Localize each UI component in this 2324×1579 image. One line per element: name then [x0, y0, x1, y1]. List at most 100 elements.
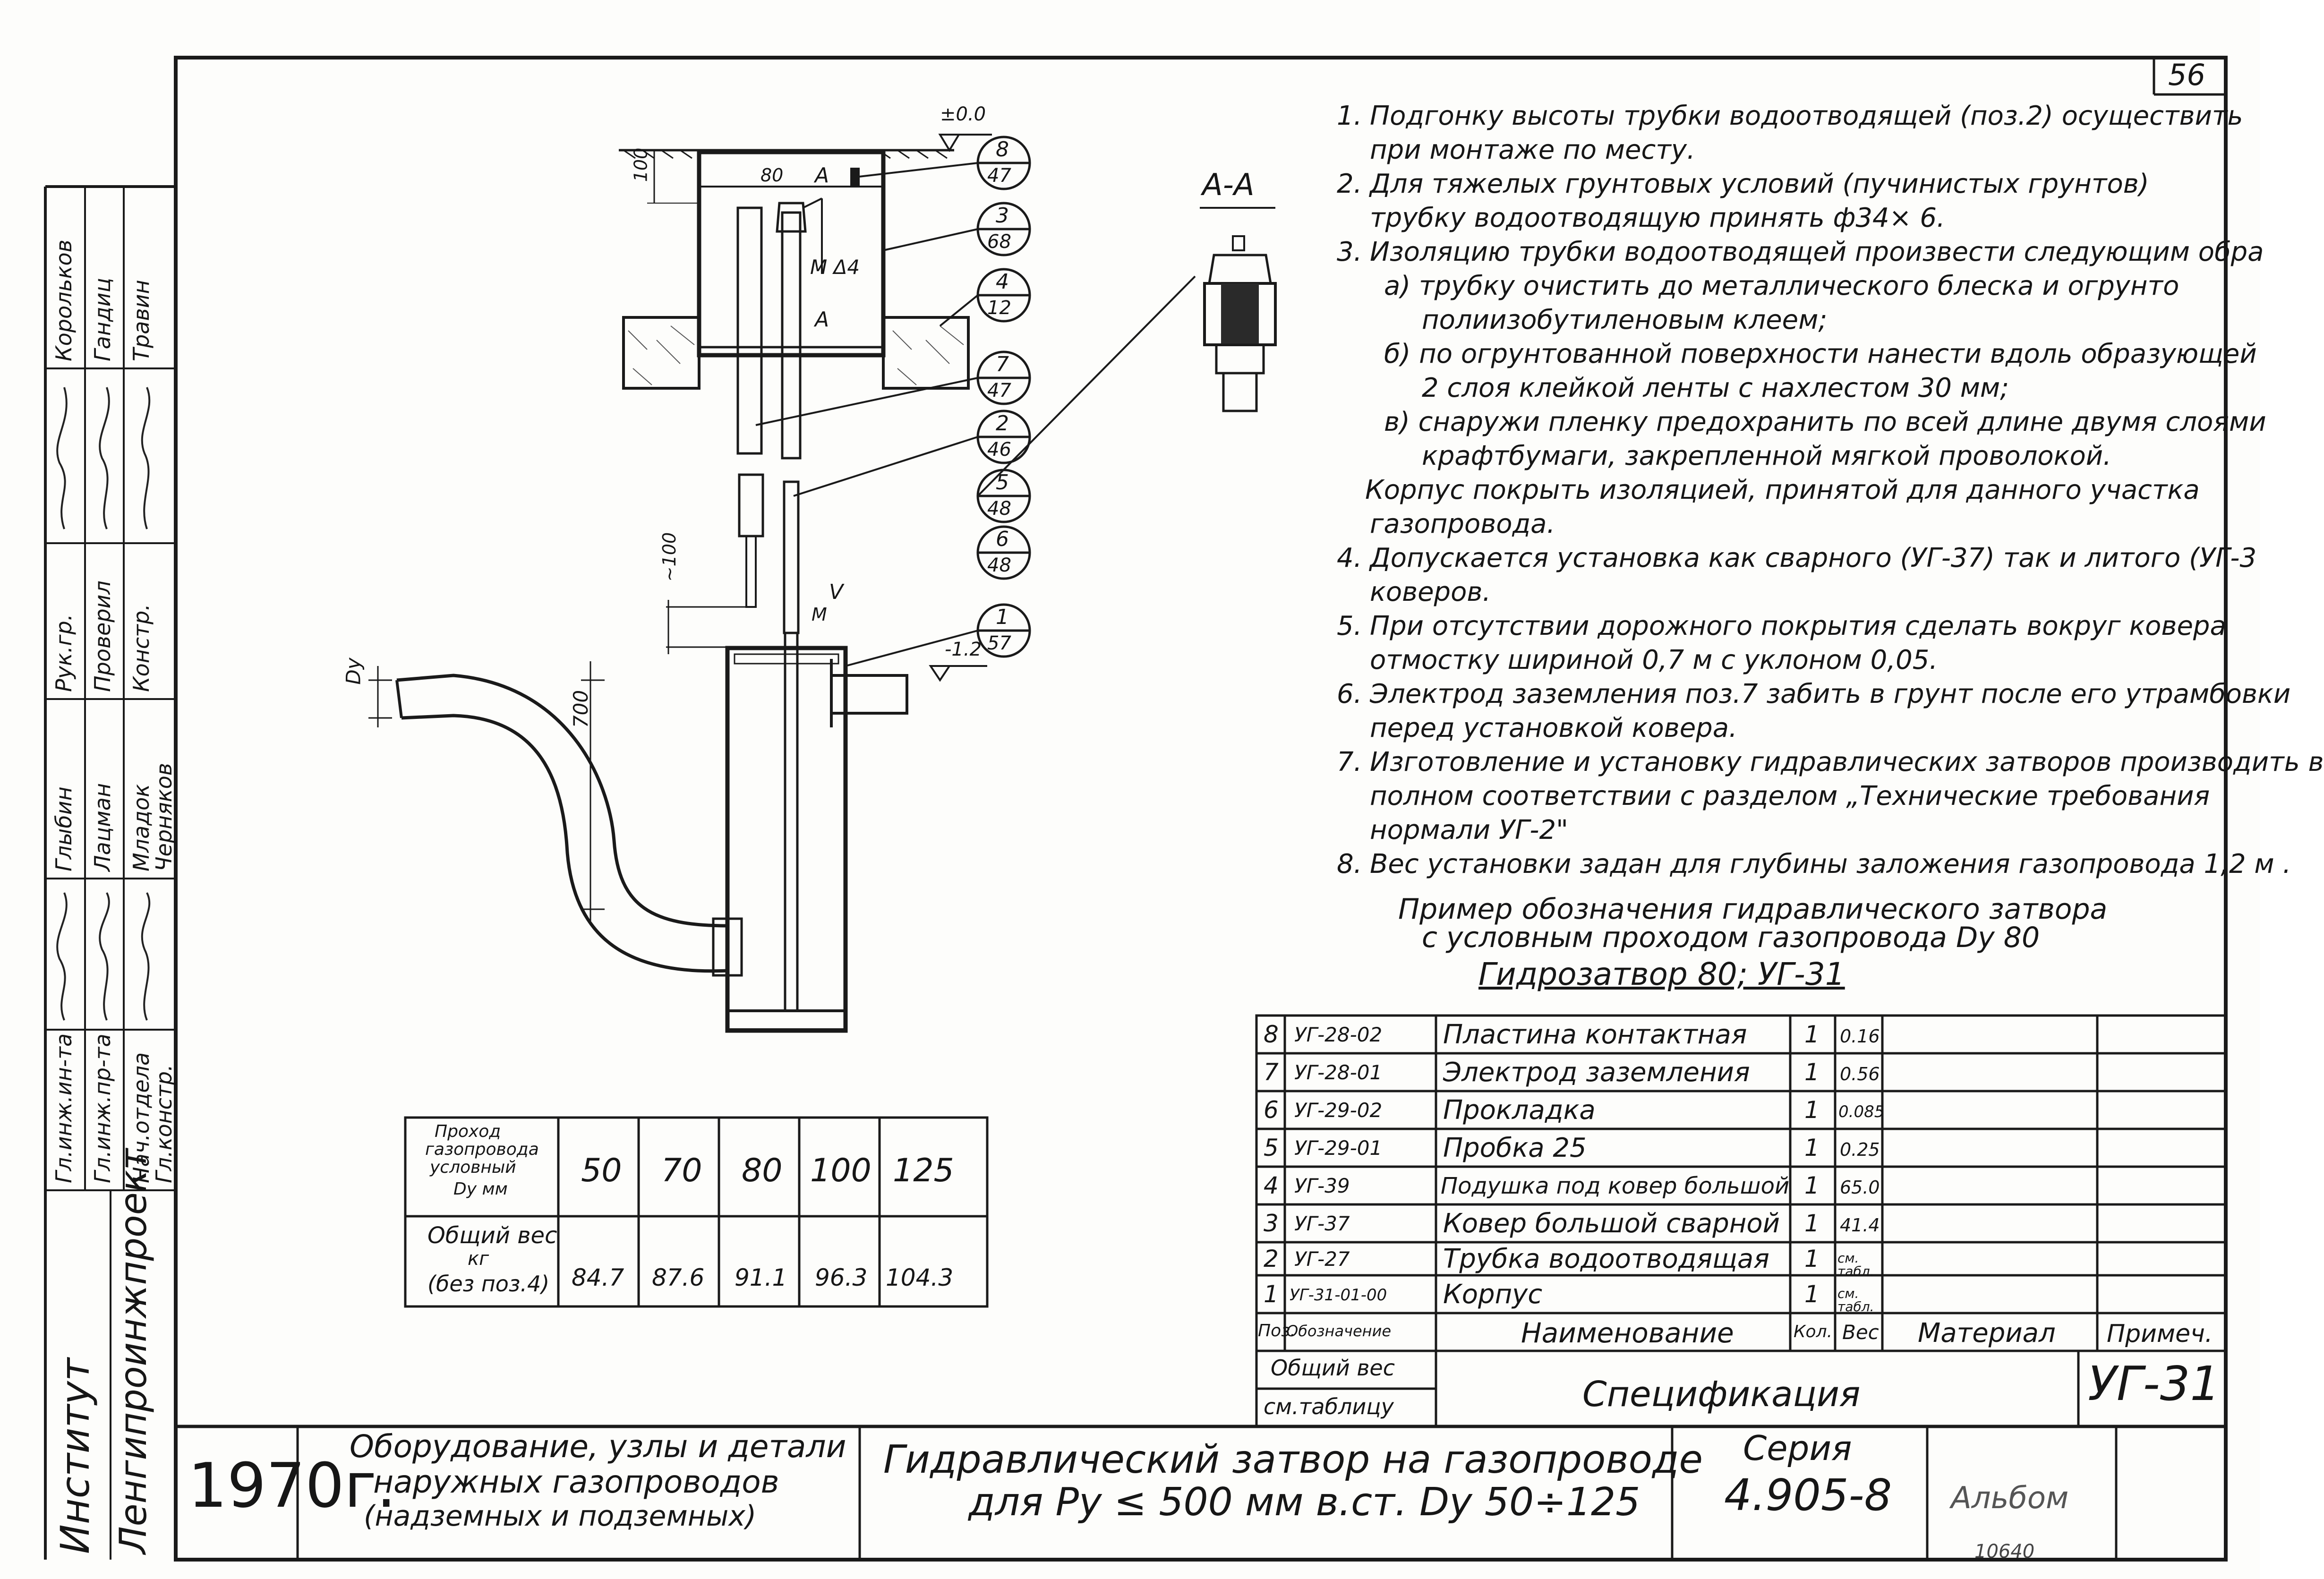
spec-row-qty: 1	[1804, 1058, 1820, 1086]
callout-3-pos: 3	[996, 204, 1009, 228]
dim-gap-label: ~100	[659, 532, 680, 582]
spec-row-pos: 7	[1264, 1058, 1279, 1086]
spec-row-name: Электрод заземления	[1443, 1057, 1750, 1088]
callout-2-pos: 2	[996, 411, 1009, 435]
dim-80-label: 80	[760, 165, 784, 186]
spec-header-pos: Поз.	[1258, 1321, 1296, 1340]
note-7-num: 7.	[1337, 747, 1362, 777]
spec-row-qty: 1	[1804, 1280, 1820, 1308]
weight-125: 104.3	[886, 1264, 954, 1291]
spec-row-code: УГ-37	[1294, 1212, 1350, 1235]
spec-row-pos: 3	[1264, 1210, 1279, 1237]
subject-line-3: (надземных и подземных)	[364, 1500, 757, 1533]
spec-row-weight: 0.56	[1840, 1064, 1880, 1084]
role-chief-engineer-institute: Гл.инж.ин-та	[51, 1033, 77, 1183]
weight-table-header-4: Dу мм	[453, 1179, 508, 1199]
note-8-line-1: Вес установки задан для глубины заложени…	[1370, 849, 2291, 879]
dy-label: Dу	[342, 657, 365, 685]
role-chief-designer: Гл.констр.	[151, 1064, 177, 1183]
note-5-line-1: При отсутствии дорожного покрытия сделат…	[1370, 611, 2226, 641]
name-mladok: Младок	[128, 784, 154, 871]
callout-3-sheet: 68	[987, 231, 1011, 253]
spec-row-code: УГ-29-02	[1294, 1099, 1383, 1122]
spec-row-qty: 1	[1804, 1021, 1820, 1048]
album-label: Альбом	[1951, 1481, 2069, 1516]
dy-80: 80	[742, 1152, 783, 1189]
spec-row-name: Трубка водоотводящая	[1443, 1244, 1769, 1274]
signature-marks-upper	[56, 387, 151, 529]
spec-row-weight: 0.16	[1840, 1026, 1880, 1047]
name-glybin: Глыбин	[51, 786, 77, 871]
spec-row-weight: 0.085	[1838, 1102, 1885, 1121]
role-group-leader: Рук.гр.	[51, 614, 77, 692]
weld-m-label: М	[812, 604, 827, 625]
role-checked: Проверил	[90, 580, 115, 692]
drawing-title-line-1: Гидравлический затвор на газопроводе	[883, 1437, 1703, 1482]
weight-100: 96.3	[815, 1264, 868, 1291]
signature-marks-lower	[56, 892, 151, 1021]
level-top-label: ±0.0	[940, 103, 986, 125]
drawing-sheet: 56 ±0.0 100 80 А М Δ4 А ~100 V М -1.2 Dу…	[44, 56, 2324, 1562]
weight-table-row2-1: Общий вес	[427, 1222, 557, 1249]
subject-line-2: наружных газопроводов	[373, 1464, 779, 1500]
callout-8-sheet: 47	[987, 165, 1011, 187]
spec-row-weight: 41.4	[1840, 1215, 1880, 1236]
spec-row-qty: 1	[1804, 1096, 1820, 1124]
spec-header-qty: Кол.	[1794, 1322, 1833, 1341]
callout-6-pos: 6	[996, 527, 1009, 551]
note-5-num: 5.	[1337, 611, 1362, 641]
drawing-title-line-2: для Pу ≤ 500 мм в.ст. Dу 50÷125	[968, 1480, 1640, 1525]
spec-row-pos: 8	[1264, 1021, 1279, 1048]
spec-row-name: Подушка под ковер большой	[1441, 1173, 1790, 1199]
spec-row-weight: см. табл.	[1837, 1250, 1874, 1279]
example-designation: Гидрозатвор 80; УГ-31	[1478, 956, 1845, 992]
example-line-1: Пример обозначения гидравлического затво…	[1398, 893, 2108, 926]
name-lacman: Лацман	[90, 783, 115, 871]
note-1-num: 1.	[1337, 101, 1362, 131]
spec-row-name: Пластина контактная	[1443, 1019, 1747, 1050]
spec-row-code: УГ-39	[1294, 1174, 1350, 1197]
note-8-num: 8.	[1337, 849, 1362, 879]
spec-row-weight: см. табл.	[1837, 1286, 1874, 1314]
spec-total-weight-ref: см.таблицу	[1264, 1394, 1394, 1419]
note-3-line-4: б) по огрунтованной поверхности нанести …	[1384, 339, 2257, 369]
note-7-line-3: нормали УГ-2"	[1370, 815, 1568, 845]
note-7-line-2: полном соответствии с разделом „Техничес…	[1370, 781, 2210, 811]
note-3-line-7: крафтбумаги, закрепленной мягкой проволо…	[1422, 441, 2111, 471]
note-4-line-2: коверов.	[1370, 577, 1491, 607]
institute-name: Ленгипроинжпроект	[112, 1148, 155, 1554]
callout-6-sheet: 48	[987, 555, 1011, 576]
spec-row-pos: 4	[1264, 1172, 1279, 1199]
callout-5-sheet: 48	[987, 498, 1011, 520]
section-a-a-label: А-А	[1202, 168, 1255, 203]
spec-row-code: УГ-29-01	[1294, 1136, 1383, 1160]
note-5-line-2: отмостку шириной 0,7 м с уклоном 0,05.	[1370, 645, 1938, 675]
spec-row-weight: 65.0	[1840, 1177, 1880, 1198]
note-3-line-9: газопровода.	[1370, 509, 1555, 539]
weight-table-row2-2: кг	[468, 1248, 489, 1270]
weight-table-header-3: условный	[430, 1158, 516, 1177]
institute-label: Институт	[52, 1357, 98, 1554]
cut-a-bottom-label: А	[815, 307, 829, 332]
spec-row-name: Прокладка	[1443, 1095, 1596, 1126]
note-6-num: 6.	[1337, 679, 1362, 709]
spec-row-qty: 1	[1804, 1134, 1820, 1161]
note-1-line-2: при монтаже по месту.	[1370, 135, 1695, 165]
note-7-line-1: Изготовление и установку гидравлических …	[1370, 747, 2324, 777]
dy-125: 125	[893, 1152, 954, 1189]
spec-header-weight: Вес	[1842, 1321, 1879, 1344]
name-korolkov: Корольков	[51, 239, 77, 361]
dy-70: 70	[661, 1152, 702, 1189]
note-6-line-1: Электрод заземления поз.7 забить в грунт…	[1370, 679, 2291, 709]
callout-5-pos: 5	[996, 470, 1009, 495]
callout-2-sheet: 46	[987, 439, 1011, 461]
weight-table-header-2: газопровода	[425, 1140, 539, 1159]
spec-row-pos: 5	[1264, 1134, 1279, 1161]
subject-line-1: Оборудование, узлы и детали	[350, 1428, 846, 1465]
spec-row-name: Ковер большой сварной	[1443, 1208, 1780, 1239]
spec-row-code: УГ-27	[1294, 1247, 1350, 1271]
note-1-line-1: Подгонку высоты трубки водоотводящей (по…	[1370, 101, 2243, 131]
year: 1970г.	[188, 1450, 396, 1521]
example-line-2: с условным проходом газопровода Dу 80	[1422, 921, 2040, 954]
technical-drawing	[44, 56, 2228, 1562]
